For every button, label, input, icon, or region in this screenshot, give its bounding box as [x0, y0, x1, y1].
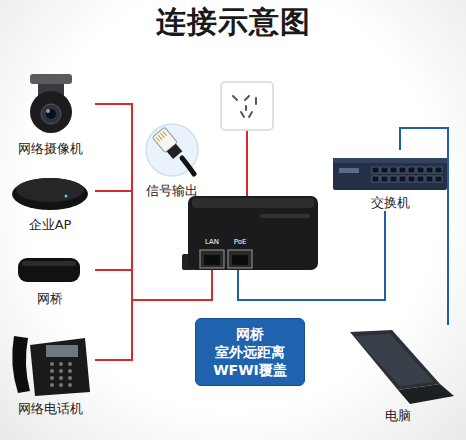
laptop-node: 电脑 [340, 325, 455, 424]
power-wire [246, 131, 248, 196]
diagram-title: 连接示意图 [156, 2, 311, 43]
device-label: 网桥 [37, 291, 63, 307]
injector-node: LAN PoE [186, 192, 318, 270]
device-label: 信号输出 [146, 183, 198, 199]
switch-icon [333, 158, 447, 190]
camera-node: 网络摄像机 [5, 70, 95, 157]
poe-injector [182, 196, 318, 270]
power-outlet [221, 82, 273, 130]
ap-node: 企业AP [5, 168, 95, 233]
cable-line [400, 128, 448, 325]
cable-line [95, 191, 212, 300]
cable-line [238, 211, 385, 300]
camera-icon [30, 74, 72, 133]
note-text: 网桥 室外远距离 WFWI覆盖 [202, 325, 298, 379]
device-label: 电脑 [385, 408, 411, 424]
bridge-node: 网桥 [5, 252, 95, 307]
port-label: LAN [200, 238, 224, 246]
device-label: 交换机 [371, 195, 410, 211]
phone-icon [12, 336, 90, 396]
phone-node: 网络电话机 [5, 322, 95, 417]
switch-node: 交换机 [330, 150, 450, 211]
cable-line [95, 270, 212, 300]
device-label: 企业AP [29, 217, 72, 233]
info-box: 网桥 室外远距离 WFWI覆盖 [195, 318, 305, 386]
laptop-icon [350, 330, 454, 404]
ap-icon [12, 178, 88, 210]
cable-line [95, 104, 212, 300]
device-label: 网络摄像机 [18, 141, 83, 157]
bridge-icon [18, 258, 80, 282]
port-label: PoE [228, 238, 252, 246]
signal-node: 信号输出 [138, 120, 206, 199]
device-label: 网络电话机 [18, 401, 83, 417]
rj45-icon [146, 124, 198, 176]
